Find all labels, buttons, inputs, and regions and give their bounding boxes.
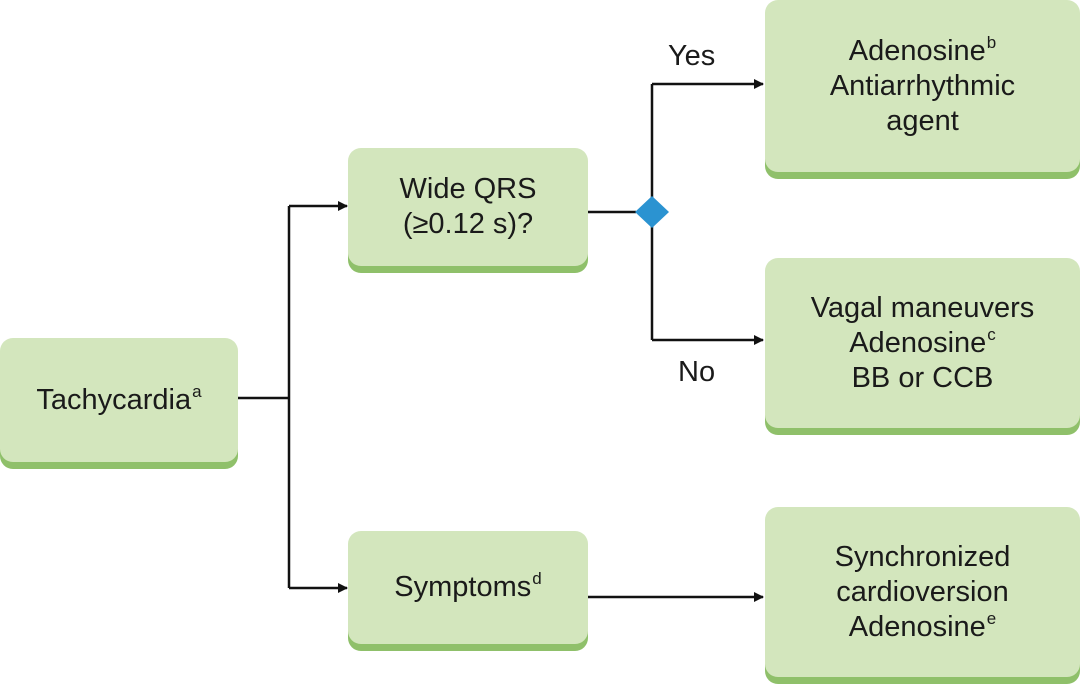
node-tachycardia: Tachycardiaa [0, 338, 238, 462]
footnote-c: c [987, 324, 996, 344]
node-no-outcome: Vagal maneuvers Adenosinec BB or CCB [765, 258, 1080, 428]
tachycardia-label: Tachycardia [36, 383, 192, 416]
symptoms-outcome-line-1: Synchronized [834, 540, 1011, 573]
yes-outcome-line-3: agent [886, 104, 959, 137]
footnote-a: a [192, 381, 202, 401]
node-symptoms: Symptomsd [348, 531, 588, 644]
no-label: No [678, 356, 716, 388]
footnote-e: e [986, 608, 997, 628]
node-yes-outcome: Adenosineb Antiarrhythmic agent [765, 0, 1080, 172]
no-outcome-line-2: Adenosine [849, 326, 987, 359]
no-outcome-line-1: Vagal maneuvers [810, 291, 1035, 324]
yes-outcome-line-1: Adenosine [848, 34, 986, 67]
footnote-d: d [532, 569, 542, 588]
symptoms-outcome-line-2: cardioversion [836, 575, 1009, 608]
symptoms-label: Symptoms [394, 571, 532, 603]
node-wide-qrs: Wide QRS (≥0.12 s)? [348, 148, 588, 266]
node-symptoms-outcome: Synchronized cardioversion Adenosinee [765, 507, 1080, 677]
wide-qrs-line-1: Wide QRS [399, 173, 537, 205]
no-outcome-line-3: BB or CCB [851, 361, 994, 394]
symptoms-outcome-line-3: Adenosine [848, 610, 986, 643]
footnote-b: b [986, 32, 997, 52]
decision-diamond-icon [635, 196, 669, 228]
yes-outcome-line-2: Antiarrhythmic [829, 69, 1016, 102]
wide-qrs-line-2: (≥0.12 s)? [402, 208, 534, 240]
yes-label: Yes [668, 40, 716, 72]
